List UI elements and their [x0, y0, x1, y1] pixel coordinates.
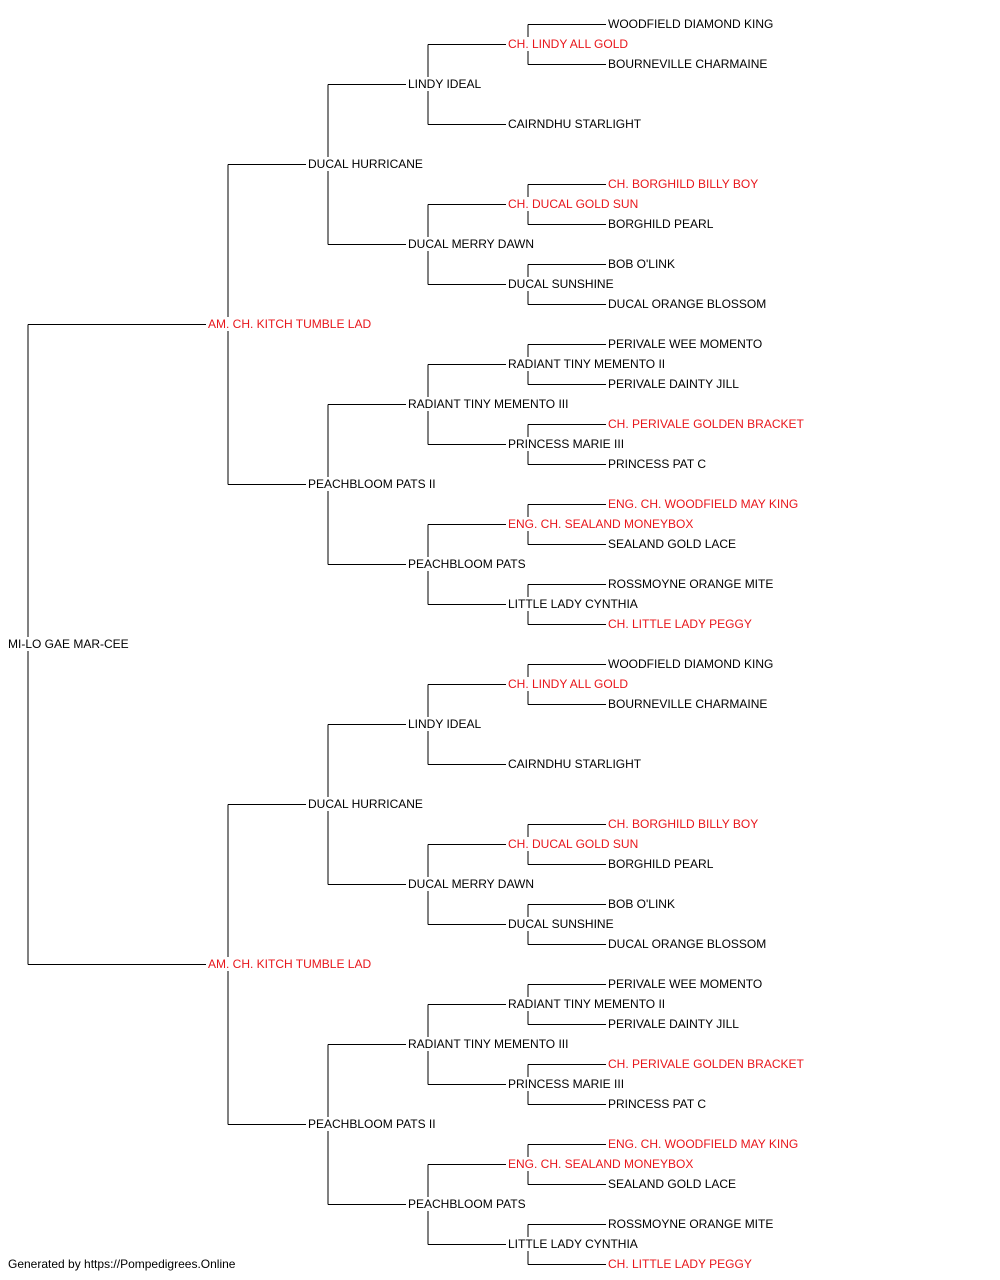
pedigree-name-gen5: BOURNEVILLE CHARMAINE	[608, 57, 770, 71]
pedigree-name-gen4: CH. DUCAL GOLD SUN	[508, 837, 641, 851]
pedigree-name-gen4: CAIRNDHU STARLIGHT	[508, 117, 644, 131]
pedigree-name-gen3: RADIANT TINY MEMENTO III	[408, 1037, 571, 1051]
pedigree-name-gen5: SEALAND GOLD LACE	[608, 1177, 739, 1191]
pedigree-name-gen5: BOB O'LINK	[608, 897, 677, 911]
pedigree-name-gen5: ENG. CH. WOODFIELD MAY KING	[608, 497, 801, 511]
pedigree-name-gen5: PRINCESS PAT C	[608, 457, 709, 471]
pedigree-name-gen1: AM. CH. KITCH TUMBLE LAD	[208, 317, 374, 331]
pedigree-name-gen5: ROSSMOYNE ORANGE MITE	[608, 1217, 776, 1231]
pedigree-name-gen5: CH. PERIVALE GOLDEN BRACKET	[608, 417, 806, 431]
pedigree-name-gen5: BOB O'LINK	[608, 257, 677, 271]
pedigree-name-gen1: AM. CH. KITCH TUMBLE LAD	[208, 957, 374, 971]
pedigree-name-gen3: PEACHBLOOM PATS	[408, 557, 528, 571]
pedigree-name-gen5: CH. LITTLE LADY PEGGY	[608, 1257, 754, 1271]
pedigree-name-gen4: CH. LINDY ALL GOLD	[508, 677, 631, 691]
pedigree-name-gen4: DUCAL SUNSHINE	[508, 277, 616, 291]
pedigree-name-gen5: BOURNEVILLE CHARMAINE	[608, 697, 770, 711]
pedigree-name-gen4: RADIANT TINY MEMENTO II	[508, 997, 668, 1011]
pedigree-name-gen4: ENG. CH. SEALAND MONEYBOX	[508, 1157, 696, 1171]
pedigree-name-gen2: PEACHBLOOM PATS II	[308, 477, 438, 491]
pedigree-name-gen0: MI-LO GAE MAR-CEE	[8, 637, 131, 651]
pedigree-name-gen4: RADIANT TINY MEMENTO II	[508, 357, 668, 371]
pedigree-name-gen3: LINDY IDEAL	[408, 717, 484, 731]
pedigree-name-gen5: CH. BORGHILD BILLY BOY	[608, 817, 761, 831]
pedigree-name-gen4: CH. LINDY ALL GOLD	[508, 37, 631, 51]
pedigree-name-gen3: LINDY IDEAL	[408, 77, 484, 91]
pedigree-name-gen5: BORGHILD PEARL	[608, 217, 716, 231]
pedigree-name-gen4: PRINCESS MARIE III	[508, 1077, 627, 1091]
pedigree-name-gen3: RADIANT TINY MEMENTO III	[408, 397, 571, 411]
pedigree-name-gen5: BORGHILD PEARL	[608, 857, 716, 871]
pedigree-name-gen5: DUCAL ORANGE BLOSSOM	[608, 937, 769, 951]
pedigree-name-gen4: DUCAL SUNSHINE	[508, 917, 616, 931]
pedigree-name-gen3: PEACHBLOOM PATS	[408, 1197, 528, 1211]
pedigree-name-gen3: DUCAL MERRY DAWN	[408, 877, 537, 891]
pedigree-name-gen5: ROSSMOYNE ORANGE MITE	[608, 577, 776, 591]
pedigree-name-gen2: DUCAL HURRICANE	[308, 157, 425, 171]
generated-by-footer: Generated by https://Pompedigrees.Online	[8, 1257, 236, 1271]
pedigree-name-gen5: PERIVALE DAINTY JILL	[608, 1017, 741, 1031]
pedigree-name-gen5: PERIVALE WEE MOMENTO	[608, 977, 765, 991]
pedigree-name-gen5: ENG. CH. WOODFIELD MAY KING	[608, 1137, 801, 1151]
pedigree-name-gen5: PERIVALE WEE MOMENTO	[608, 337, 765, 351]
pedigree-name-gen5: WOODFIELD DIAMOND KING	[608, 657, 776, 671]
pedigree-name-gen5: SEALAND GOLD LACE	[608, 537, 739, 551]
pedigree-name-gen3: DUCAL MERRY DAWN	[408, 237, 537, 251]
pedigree-name-gen5: PERIVALE DAINTY JILL	[608, 377, 741, 391]
pedigree-name-gen2: PEACHBLOOM PATS II	[308, 1117, 438, 1131]
pedigree-name-gen5: CH. LITTLE LADY PEGGY	[608, 617, 754, 631]
pedigree-name-gen4: LITTLE LADY CYNTHIA	[508, 597, 640, 611]
pedigree-name-gen5: CH. BORGHILD BILLY BOY	[608, 177, 761, 191]
pedigree-name-gen5: WOODFIELD DIAMOND KING	[608, 17, 776, 31]
pedigree-name-gen4: CAIRNDHU STARLIGHT	[508, 757, 644, 771]
pedigree-name-gen2: DUCAL HURRICANE	[308, 797, 425, 811]
pedigree-name-gen4: LITTLE LADY CYNTHIA	[508, 1237, 640, 1251]
pedigree-name-gen5: CH. PERIVALE GOLDEN BRACKET	[608, 1057, 806, 1071]
pedigree-name-gen4: CH. DUCAL GOLD SUN	[508, 197, 641, 211]
pedigree-name-gen4: PRINCESS MARIE III	[508, 437, 627, 451]
pedigree-name-gen5: DUCAL ORANGE BLOSSOM	[608, 297, 769, 311]
pedigree-name-gen5: PRINCESS PAT C	[608, 1097, 709, 1111]
pedigree-name-gen4: ENG. CH. SEALAND MONEYBOX	[508, 517, 696, 531]
